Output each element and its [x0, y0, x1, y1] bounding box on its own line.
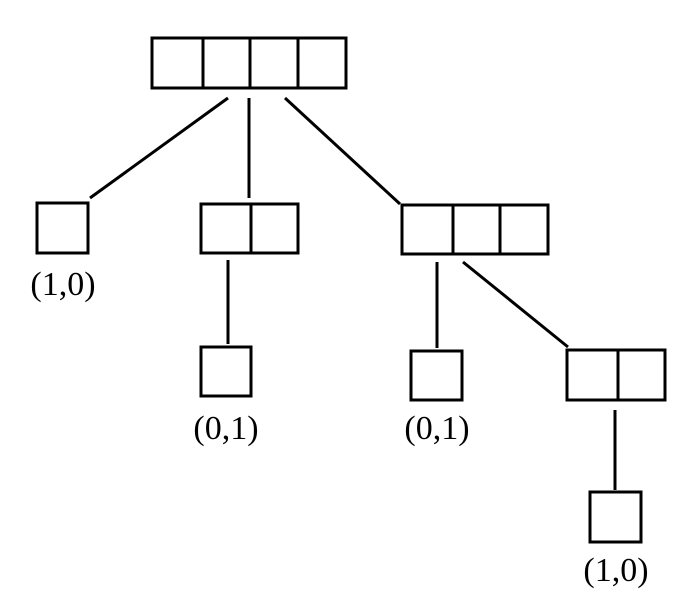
- node-2-cell: [199, 202, 253, 255]
- node-4-cell: [616, 348, 667, 402]
- edge-root-to-node-3: [283, 96, 402, 206]
- tree-edges: [89, 96, 617, 490]
- leaf-node-cell: [199, 345, 253, 398]
- leaf-node-cell: [588, 490, 643, 544]
- leaf-node-1: [35, 201, 90, 255]
- root-node-cell: [201, 36, 252, 90]
- node-3-cell: [498, 203, 550, 256]
- leaf-node-2: [199, 345, 253, 398]
- root-node-cell: [248, 36, 300, 90]
- leaf-node-3: [409, 349, 464, 402]
- leaf-label-4: (1,0): [583, 552, 648, 589]
- node-4: [565, 348, 667, 402]
- leaf-node-4: [588, 490, 643, 544]
- root-node-cell: [150, 36, 205, 90]
- edge-root-to-leaf-1: [89, 96, 229, 200]
- node-2: [199, 202, 300, 255]
- leaf-label-2: (0,1): [193, 410, 258, 447]
- root-node: [150, 36, 348, 90]
- node-3: [400, 203, 550, 256]
- node-4-cell: [565, 348, 620, 402]
- leaf-node-cell: [409, 349, 464, 402]
- node-3-cell: [451, 203, 502, 256]
- leaf-node-cell: [35, 201, 90, 255]
- edge-node-3-to-node-4: [462, 260, 569, 349]
- leaf-label-3: (0,1): [404, 410, 469, 447]
- leaf-label-1: (1,0): [30, 266, 95, 303]
- root-node-cell: [296, 36, 348, 90]
- node-2-cell: [249, 202, 300, 255]
- node-3-cell: [400, 203, 455, 256]
